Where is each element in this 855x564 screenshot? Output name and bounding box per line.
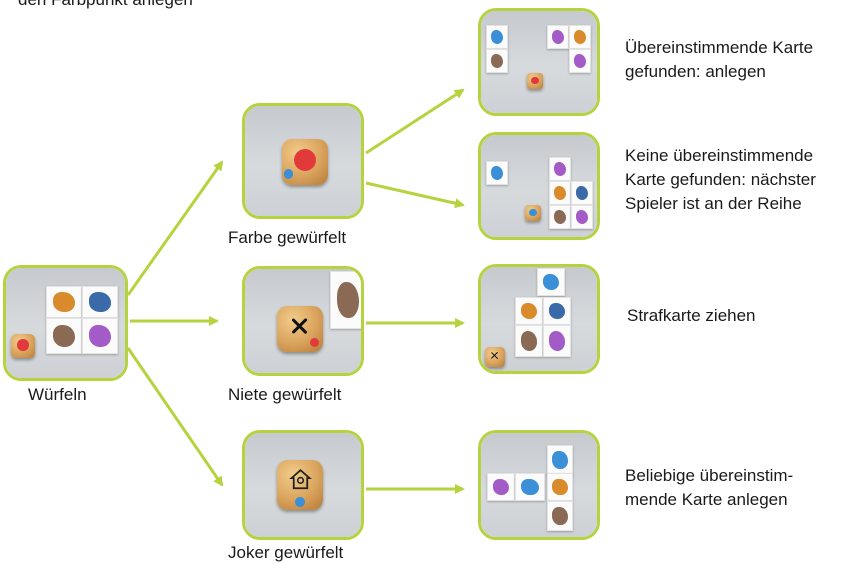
red-dot-die-icon [11,334,35,358]
any-card-image [478,430,600,540]
color-rolled-image [242,103,364,219]
penalty-text: Strafkarte ziehen [627,306,756,325]
start-image [3,265,128,381]
match-found-image [478,8,600,116]
red-dot-die-icon [282,139,328,185]
blank-rolled-image [242,266,364,376]
penalty-card-image [478,264,600,374]
any-card-text: Beliebige übereinstim- mende Karte anleg… [625,466,794,509]
match-found-text: Übereinstimmende Karte gefunden: anlegen [625,38,814,81]
arrow-color-to-match [365,88,465,155]
arrow-start-to-joker [126,347,224,487]
intro-text: den Farbpunkt anlegen [18,0,193,11]
no-match-image [478,132,600,240]
no-match-text: Keine übereinstimmende Karte gefunden: n… [625,146,816,213]
start-label: Würfeln [28,385,87,404]
arrow-color-to-nomatch [365,181,465,209]
birdhouse-die-icon [277,460,323,510]
joker-rolled-label: Joker gewürfelt [228,543,344,562]
blank-rolled-label: Niete gewürfelt [228,385,342,404]
arrow-start-to-color [126,160,224,296]
joker-rolled-image [242,430,364,540]
color-rolled-label: Farbe gewürfelt [228,228,347,247]
x-mark-die-icon [277,306,323,352]
